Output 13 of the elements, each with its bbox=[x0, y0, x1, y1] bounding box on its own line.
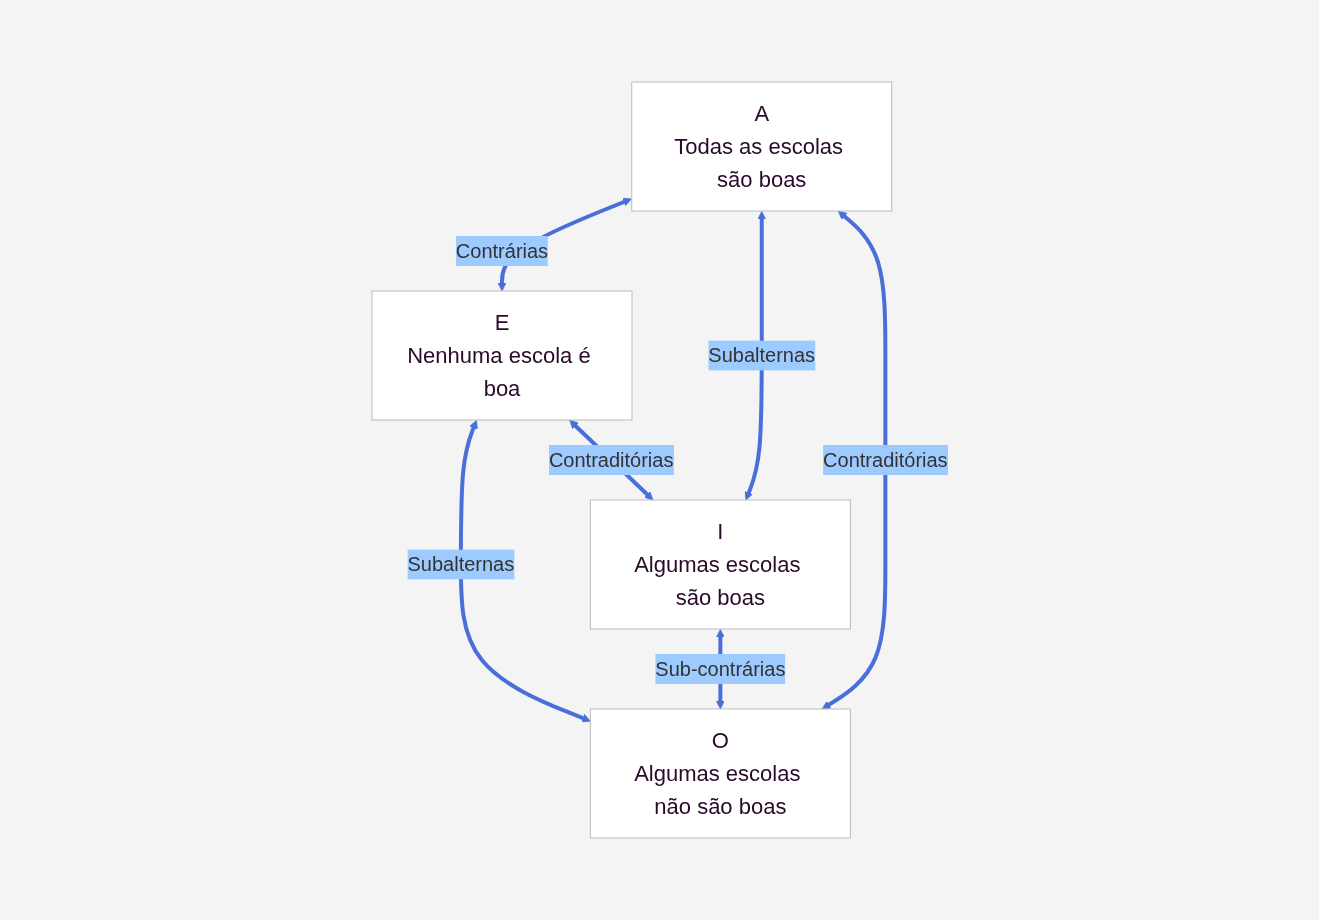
arrow bbox=[458, 419, 591, 723]
edge-label: Contraditórias bbox=[548, 448, 674, 471]
node-box: O Algumas escolas não são boas bbox=[589, 708, 851, 839]
edge-label: Contraditórias bbox=[822, 448, 948, 471]
arrow bbox=[744, 211, 766, 501]
edge-label: Contrárias bbox=[455, 240, 548, 262]
arrow bbox=[821, 210, 888, 710]
edge-label: Subalternas bbox=[407, 553, 514, 576]
edge-label: Subalternas bbox=[708, 344, 815, 367]
node-box: E Nenhuma escola é boa bbox=[371, 290, 633, 421]
node-box: I Algumas escolas são boas bbox=[589, 499, 851, 630]
edge-label: Sub-contrárias bbox=[655, 657, 786, 680]
node-box: A Todas as escolas são boas bbox=[630, 81, 892, 212]
